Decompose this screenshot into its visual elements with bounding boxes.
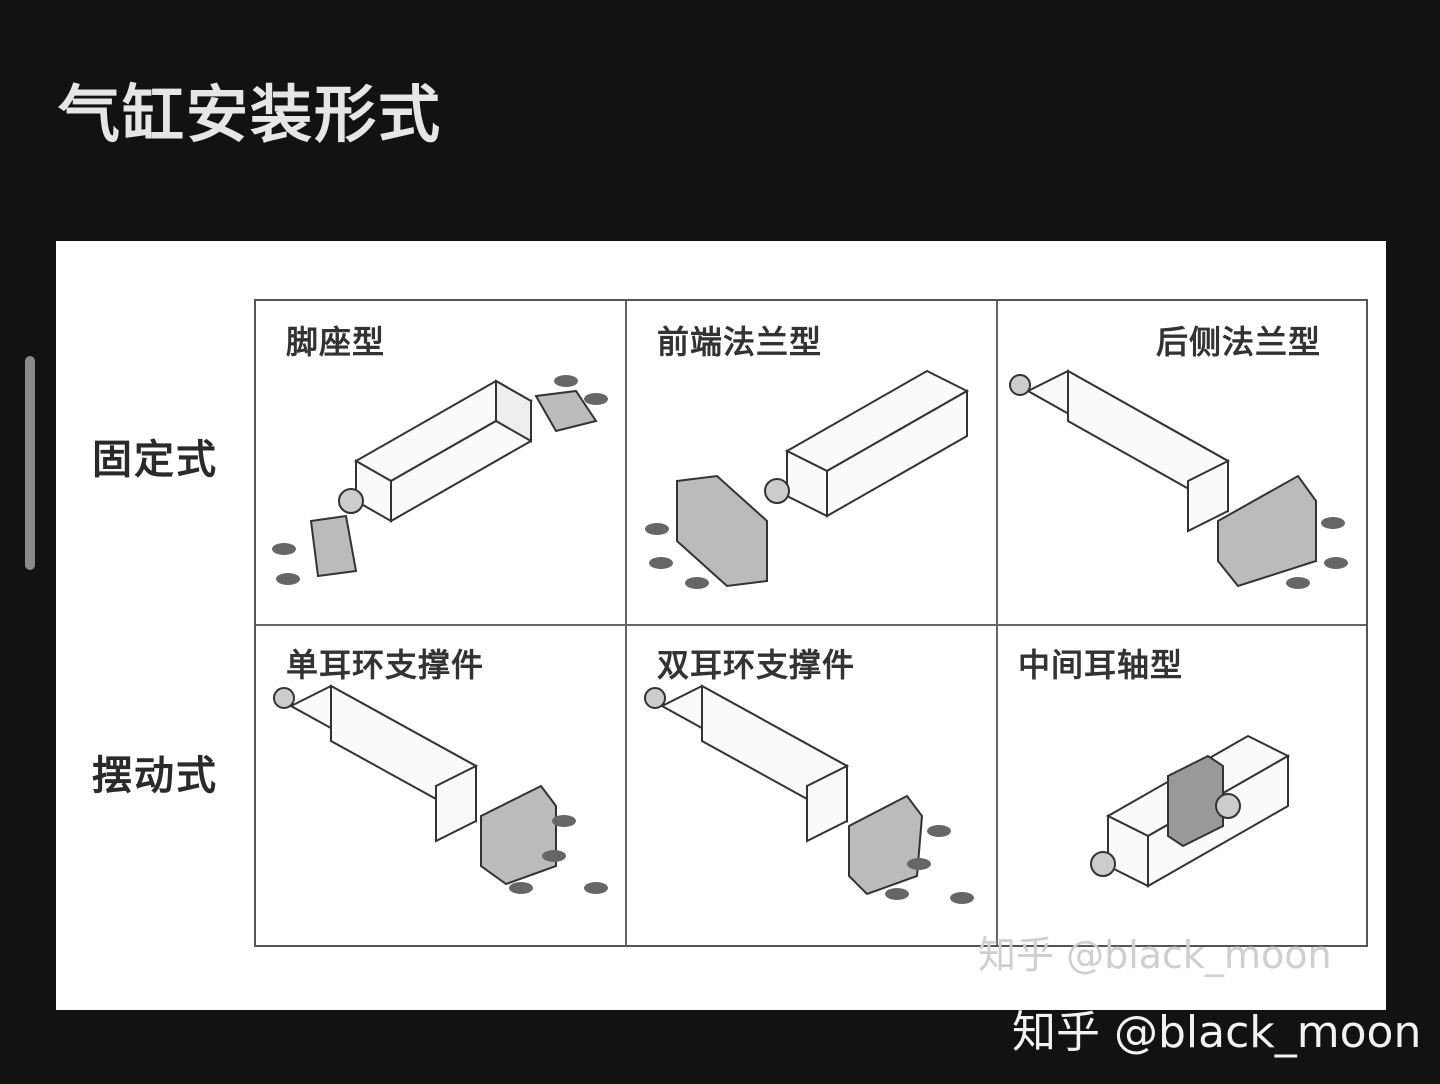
watermark-inner: 知乎 @black_moon <box>978 933 1332 977</box>
row-label-fixed: 固定式 <box>92 437 218 483</box>
cylinder-drawing-icon <box>273 684 608 894</box>
cylinder-drawing-icon <box>644 684 974 904</box>
cell-single-clevis: 单耳环支撑件 <box>256 626 625 947</box>
cell-label: 单耳环支撑件 <box>286 646 485 684</box>
cell-label: 前端法兰型 <box>657 323 823 361</box>
watermark: 知乎 @black_moon <box>1012 1007 1422 1058</box>
cell-label: 后侧法兰型 <box>1156 323 1322 361</box>
cylinder-drawing-icon <box>1009 369 1348 589</box>
cell-center-trunnion: 中间耳轴型 <box>998 626 1368 947</box>
cell-double-clevis: 双耳环支撑件 <box>627 626 996 947</box>
cell-rear-flange: 后侧法兰型 <box>998 301 1368 624</box>
cell-front-flange: 前端法兰型 <box>627 301 996 624</box>
cell-label: 中间耳轴型 <box>1018 646 1184 684</box>
cell-label: 脚座型 <box>286 323 386 361</box>
cylinder-drawing-icon <box>645 369 970 589</box>
scrollbar-thumb[interactable] <box>25 356 35 570</box>
page-title: 气缸安装形式 <box>58 78 443 151</box>
row-label-swing: 摆动式 <box>92 753 218 799</box>
cylinder-drawing-icon <box>272 375 608 585</box>
cylinder-drawing-icon <box>1090 734 1291 888</box>
mounting-types-figure: 固定式 摆动式 脚座型 <box>56 241 1386 1010</box>
cell-label: 双耳环支撑件 <box>657 646 856 684</box>
cell-foot-mount: 脚座型 <box>256 301 625 624</box>
mounting-grid: 脚座型 前端法 <box>254 299 1368 947</box>
